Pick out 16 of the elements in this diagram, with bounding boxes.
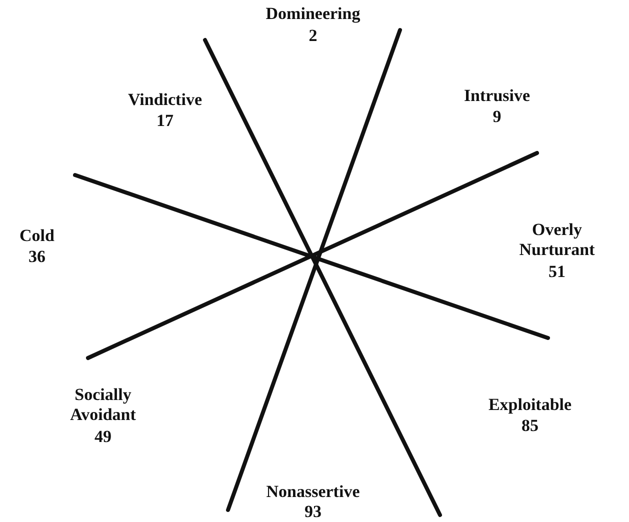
octant-label: Nonassertive — [266, 482, 360, 502]
octant-label: Intrusive — [464, 86, 530, 106]
score-number: 93 — [304, 502, 322, 522]
score-number: 49 — [94, 427, 112, 447]
octant-label: Exploitable — [488, 395, 572, 415]
score-number: 17 — [156, 111, 174, 131]
octant-label: Domineering — [266, 4, 360, 24]
score-number: 2 — [308, 26, 318, 46]
octant-label: Vindictive — [128, 90, 202, 110]
octant-label: Overly Nurturant — [518, 220, 596, 260]
octant-label: Cold — [20, 226, 54, 246]
score-number: 51 — [548, 262, 566, 282]
score-number: 9 — [492, 107, 502, 127]
octant-label: Socially Avoidant — [69, 385, 137, 425]
score-number: 85 — [522, 416, 538, 436]
score-number: 36 — [28, 247, 46, 267]
